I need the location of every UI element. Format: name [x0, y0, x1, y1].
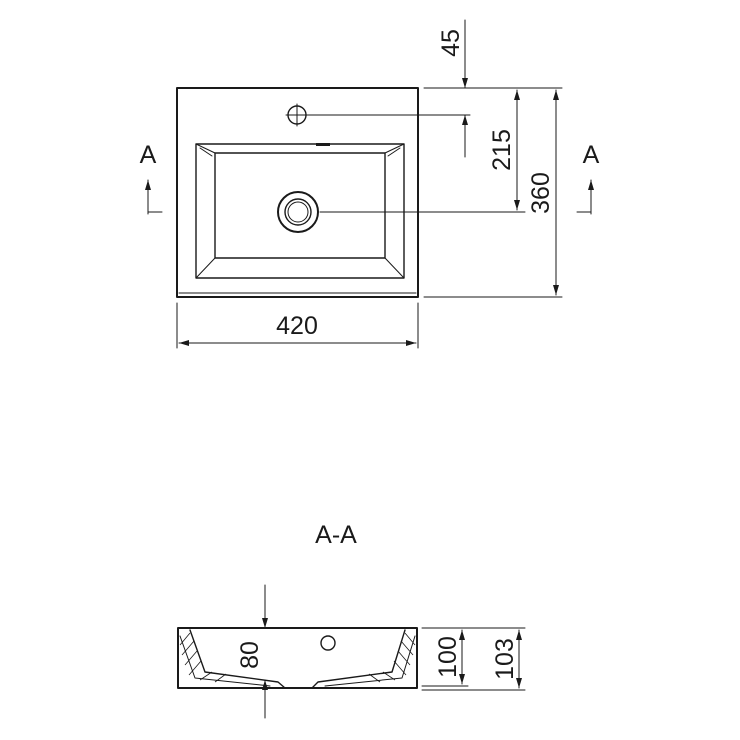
waste-outer: [277, 191, 319, 233]
overflow-hole: [320, 635, 336, 651]
hatch-line: [404, 632, 416, 646]
hatch-line: [179, 632, 191, 646]
bevel-line: [384, 143, 405, 154]
waste-drain: [287, 201, 309, 223]
waste-inner: [284, 198, 312, 226]
section-marker-left-label: A: [140, 141, 157, 169]
dim-width-label: 420: [276, 312, 318, 340]
section-marker-right-label: A: [583, 141, 600, 169]
dim-taphole-label: 45: [437, 29, 465, 57]
section-outline: [177, 627, 418, 689]
hatch-line: [188, 660, 202, 676]
bevel-line: [387, 147, 401, 157]
hatch-line: [199, 671, 213, 681]
dim-height-label: 100: [434, 636, 462, 678]
hatch-line: [181, 640, 195, 656]
dim-basin-depth-label: 80: [236, 641, 264, 669]
section-marker-left: A: [140, 141, 163, 215]
dim-depth-label: 360: [527, 172, 555, 214]
bowl-profile: [189, 629, 406, 689]
bevel-line: [199, 147, 213, 157]
bowl-profile-right-outer: [324, 635, 416, 687]
hatch-line: [397, 650, 411, 666]
hatch-line: [368, 673, 381, 683]
hatch-line: [393, 660, 407, 676]
plan-view: 420 360 215 45 A A: [140, 19, 600, 349]
hatch-line: [184, 650, 198, 666]
section-title: A-A: [315, 521, 357, 549]
dim-total-height-label: 103: [491, 638, 519, 680]
bevel-line: [195, 257, 216, 279]
basin-outline: [176, 87, 419, 298]
dim-waste-label: 215: [488, 129, 516, 171]
overflow-slot: [316, 143, 330, 146]
section-view: A-A 80 100 103: [177, 521, 526, 719]
hatch-line: [400, 640, 414, 656]
bevel-line: [384, 257, 405, 279]
hatch-line: [382, 671, 396, 681]
section-marker-right: A: [576, 141, 600, 215]
bevel-line: [195, 143, 216, 154]
hatch-line: [214, 673, 227, 683]
bowl-bottom: [214, 152, 386, 259]
bowl-profile-left-outer: [179, 635, 271, 687]
